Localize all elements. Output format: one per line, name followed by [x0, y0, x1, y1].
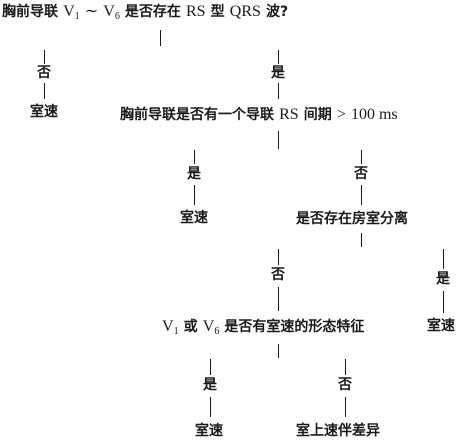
q4-no-label: 否	[338, 377, 352, 393]
q2-yes-result: 室速	[180, 210, 208, 226]
connector-q1-no-bottom	[44, 83, 45, 99]
connector-q4-yes-bottom	[210, 397, 211, 417]
connector-q1-yes-bottom	[278, 83, 279, 99]
connector-q4	[278, 344, 279, 358]
connector-q1-yes-top	[278, 50, 279, 64]
question-1: 胸前导联 V1 ∼ V6 是否存在 RS 型 QRS 波?	[2, 3, 289, 22]
q1-no-label: 否	[37, 65, 51, 81]
q3-yes-label: 是	[436, 271, 450, 287]
connector-q2-no-bottom	[361, 185, 362, 205]
connector-q2-yes-top	[194, 150, 195, 164]
connector-q1-no-top	[44, 50, 45, 64]
connector-q3-yes-bottom	[443, 291, 444, 313]
question-2: 胸前导联是否有一个导联 RS 间期 > 100 ms	[120, 106, 398, 123]
connector-q3	[361, 233, 362, 247]
q2-no-label: 否	[354, 166, 368, 182]
q3-no-label: 否	[271, 267, 285, 283]
connector-q2-no-top	[361, 150, 362, 164]
connector-q3-no-bottom	[278, 287, 279, 311]
q1-no-result: 室速	[30, 104, 58, 120]
connector-q4-yes-top	[210, 359, 211, 375]
connector-q3-yes-top	[443, 249, 444, 269]
connector-q1	[160, 30, 161, 46]
connector-q4-no-bottom	[345, 397, 346, 417]
q4-yes-label: 是	[203, 377, 217, 393]
connector-q3-no-top	[278, 249, 279, 265]
q4-no-result: 室上速伴差异	[296, 423, 380, 439]
question-3: 是否存在房室分离	[296, 211, 408, 227]
connector-q2-yes-bottom	[194, 185, 195, 205]
connector-q2	[278, 131, 279, 149]
q2-yes-label: 是	[187, 166, 201, 182]
connector-q4-no-top	[345, 359, 346, 375]
question-4: V1 或 V6 是否有室速的形态特征	[162, 318, 365, 337]
q3-yes-result: 室速	[427, 318, 455, 334]
q4-yes-result: 室速	[195, 423, 223, 439]
q1-yes-label: 是	[271, 65, 285, 81]
